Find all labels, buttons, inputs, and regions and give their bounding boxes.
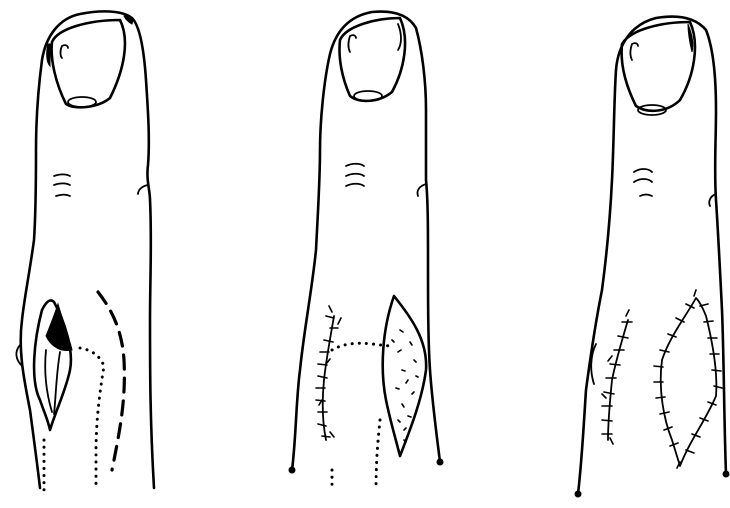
fingernail-left: [52, 20, 125, 107]
incision-line-dashed-left: [98, 292, 124, 470]
suture-line-right-diamond: [661, 298, 717, 466]
fingernail-middle: [339, 18, 405, 101]
finger-outline-left: [21, 11, 154, 488]
nail-lunula-left: [68, 97, 96, 107]
suture-stitches-right-left: [602, 310, 632, 444]
joint-creases-right: [634, 169, 652, 196]
finger-outline-middle: [292, 12, 440, 470]
joint-creases-middle: [346, 164, 364, 186]
skin-graft-middle: [383, 296, 426, 456]
joint-creases-left: [54, 175, 70, 197]
fingernail-right: [622, 22, 695, 111]
finger-panel-middle: [289, 12, 443, 490]
finger-panel-right: [575, 17, 729, 498]
graft-texture-middle: [392, 330, 418, 442]
suture-stitches-middle: [316, 306, 341, 437]
finger-outline-right: [578, 17, 726, 495]
nail-lunula-middle: [354, 91, 382, 101]
suture-stitches-right-diamond: [654, 290, 722, 468]
flap-outline-dotted-middle: [332, 343, 390, 490]
finger-panel-left: [16, 11, 154, 490]
